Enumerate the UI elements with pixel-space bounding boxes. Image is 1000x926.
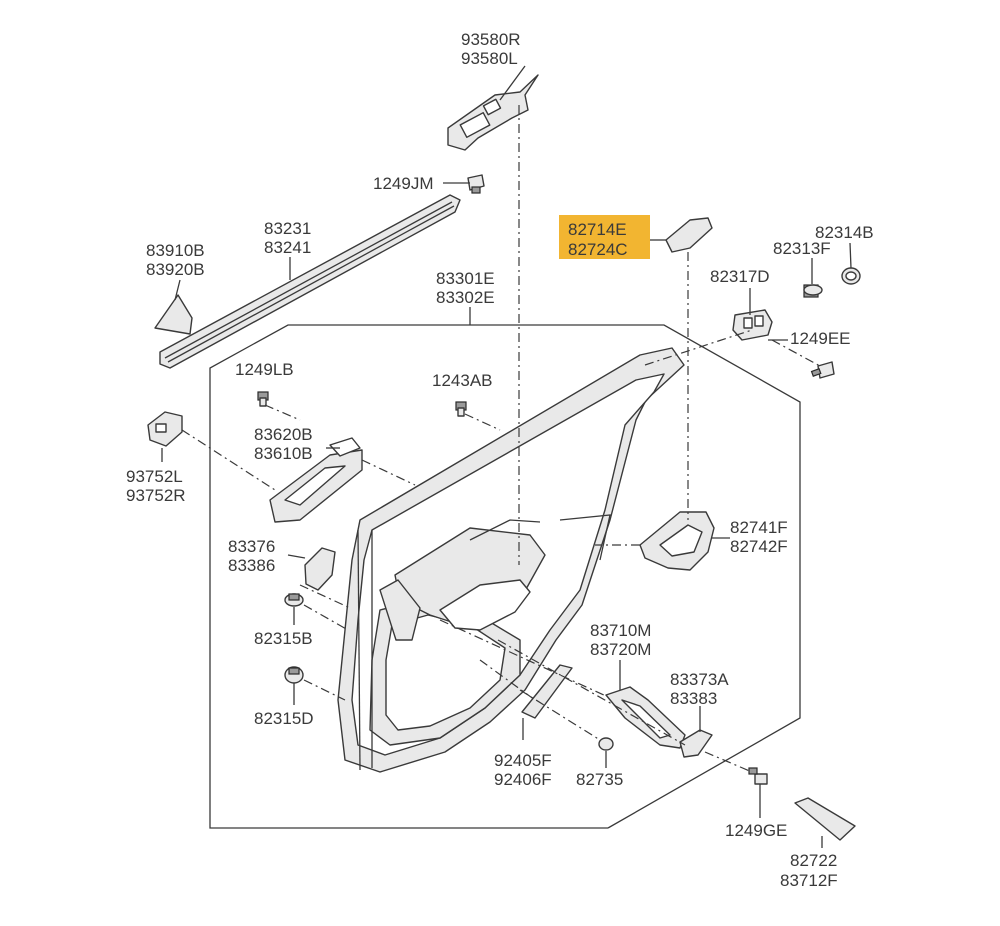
callout-93752l: 93752L (126, 467, 183, 486)
callout-1249ge: 1249GE (725, 821, 787, 840)
callout-83301e: 83301E (436, 269, 495, 288)
callout-82315b: 82315B (254, 629, 313, 648)
screw-1249lb (257, 391, 269, 407)
callout-93580r: 93580R (461, 30, 521, 49)
screw-1249jm (467, 174, 485, 194)
door-trim-panel (337, 347, 685, 773)
leader-lines (161, 65, 852, 848)
bracket-83376 (304, 547, 336, 591)
grip-handle-83620b (269, 437, 363, 523)
callout-1243ab: 1243AB (432, 371, 493, 390)
screw-1249ee (810, 361, 835, 379)
ring-82314b (841, 267, 861, 285)
callout-82722: 82722 (790, 851, 837, 870)
callout-83383: 83383 (670, 689, 717, 708)
callout-82724c: 82724C (568, 240, 628, 259)
callout-83710m: 83710M (590, 621, 651, 640)
callout-92405f: 92405F (494, 751, 552, 770)
callout-83231: 83231 (264, 219, 311, 238)
cover-82714e (665, 217, 713, 253)
switch-93752l (147, 411, 183, 447)
clip-82315d (284, 666, 304, 684)
callout-83620b: 83620B (254, 425, 313, 444)
callout-82714e: 82714E (568, 220, 627, 239)
callout-92406f: 92406F (494, 770, 552, 789)
window-switch-panel (447, 74, 539, 151)
callout-93580l: 93580L (461, 49, 518, 68)
clip-82315b (284, 593, 304, 607)
callout-82315d: 82315D (254, 709, 314, 728)
callout-82742f: 82742F (730, 537, 788, 556)
callout-1249jm: 1249JM (373, 174, 433, 193)
callout-83241: 83241 (264, 238, 311, 257)
lamp-92405f (521, 664, 573, 719)
callout-1249ee: 1249EE (790, 329, 851, 348)
callout-83910b: 83910B (146, 241, 205, 260)
callout-83386: 83386 (228, 556, 275, 575)
triangle-trim (154, 294, 193, 335)
callout-82741f: 82741F (730, 518, 788, 537)
callout-82735: 82735 (576, 770, 623, 789)
bolt-82313f (803, 284, 823, 298)
highlight-box (559, 215, 650, 259)
bezel-83373a (679, 729, 713, 758)
callout-83720m: 83720M (590, 640, 651, 659)
callout-82317d: 82317D (710, 267, 770, 286)
callout-82313f: 82313F (773, 239, 831, 258)
screw-1243ab (455, 401, 467, 417)
callout-83610b: 83610B (254, 444, 313, 463)
callout-83376: 83376 (228, 537, 275, 556)
cap-82735 (598, 737, 614, 751)
belt-weatherstrip (159, 194, 461, 369)
cover-strip-82722 (794, 797, 856, 841)
callout-93752r: 93752R (126, 486, 186, 505)
callout-82314b: 82314B (815, 223, 874, 242)
screw-1249ge (748, 767, 768, 785)
callout-1249lb: 1249LB (235, 360, 294, 379)
callout-83373a: 83373A (670, 670, 729, 689)
bracket-82317d (732, 309, 773, 341)
assembly-boundary-frame (209, 324, 801, 829)
callout-83712f: 83712F (780, 871, 838, 890)
callout-83302e: 83302E (436, 288, 495, 307)
inner-handle-82741f (639, 511, 715, 571)
callout-83920b: 83920B (146, 260, 205, 279)
